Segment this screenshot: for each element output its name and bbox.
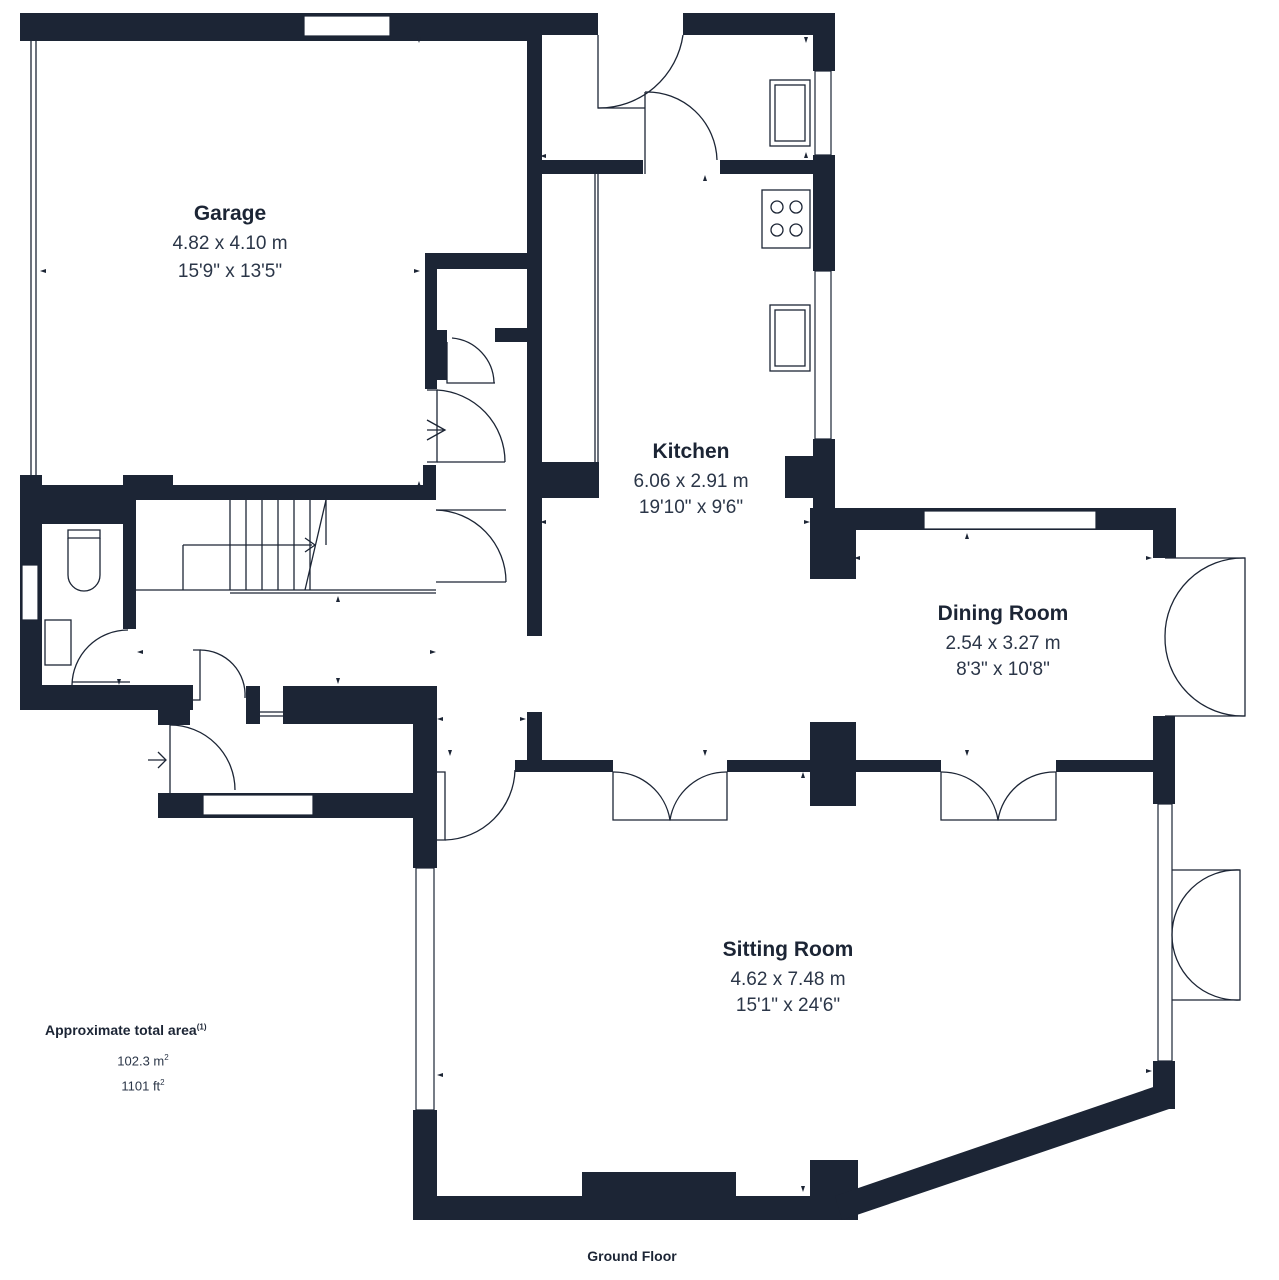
garage-name: Garage: [193, 202, 267, 225]
measurement-markers: [40, 37, 1152, 1192]
garage-imperial: 15'9" x 13'5": [177, 261, 283, 282]
kitchen-fittings: [527, 174, 811, 636]
sitting-room-imperial: 15'1" x 24'6": [735, 995, 841, 1016]
floor-label: Ground Floor: [587, 1248, 677, 1264]
total-area-metric-value: 102.3 m: [117, 1053, 165, 1069]
total-area-imperial-unit-sup: 2: [160, 1078, 165, 1087]
wc: [20, 500, 193, 710]
kitchen-metric: 6.06 x 2.91 m: [633, 471, 749, 492]
total-area-title: Approximate total area(1): [45, 1022, 207, 1038]
hall-walls: [426, 328, 531, 583]
total-area-footnote: (1): [196, 1022, 207, 1032]
total-area-imperial: 1101 ft2: [121, 1078, 164, 1093]
porch: [148, 649, 437, 818]
total-area-metric: 102.3 m2: [117, 1053, 168, 1068]
stairs: [123, 499, 436, 628]
utility-walls: [536, 13, 835, 579]
dining-room-metric: 2.54 x 3.27 m: [945, 633, 1061, 654]
dining-room-walls: [810, 508, 1246, 717]
garage-walls: [20, 13, 542, 710]
total-area-imperial-value: 1101 ft: [121, 1078, 161, 1094]
sitting-room-walls: [413, 686, 1241, 1220]
dining-room-name: Dining Room: [937, 602, 1069, 625]
garage-metric: 4.82 x 4.10 m: [172, 233, 288, 254]
sitting-room-metric: 4.62 x 7.48 m: [730, 969, 846, 990]
total-area-metric-unit-sup: 2: [164, 1053, 169, 1062]
kitchen-imperial: 19'10" x 9'6": [638, 497, 744, 518]
total-area-title-text: Approximate total area: [45, 1022, 197, 1038]
dining-room-imperial: 8'3" x 10'8": [956, 659, 1050, 680]
kitchen-name: Kitchen: [652, 440, 730, 463]
sitting-room-name: Sitting Room: [722, 938, 854, 961]
